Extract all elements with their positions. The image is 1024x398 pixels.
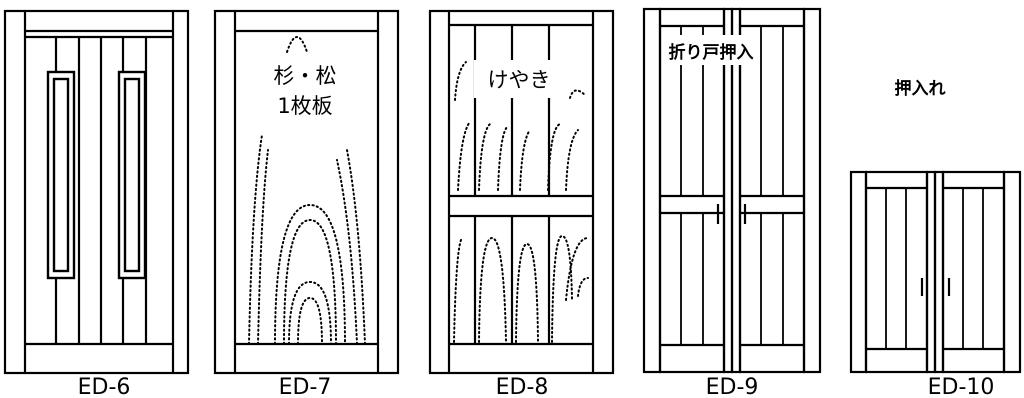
- door-ed-6: [3, 9, 190, 375]
- wood-grain-pattern: [453, 61, 589, 343]
- door-ed-9: 折り戸押入: [642, 7, 822, 374]
- door-ed-10: [849, 170, 1022, 374]
- ed-9-note-line-1: 折り戸押入: [669, 42, 754, 63]
- door-ed-8: けやき: [428, 9, 615, 375]
- door-ed-7: 杉・松 1枚板: [213, 9, 400, 375]
- caption-ed-10: ED-10: [928, 375, 995, 398]
- ed-7-note-line-2: 1枚板: [277, 94, 332, 118]
- caption-ed-6: ED-6: [78, 375, 131, 398]
- caption-ed-8: ED-8: [496, 375, 549, 398]
- ed-7-note-line-1: 杉・松: [274, 64, 337, 88]
- ed-8-note-line-1: けやき: [488, 68, 551, 92]
- caption-ed-9: ED-9: [706, 375, 759, 398]
- oshiire-label: 押入れ: [895, 78, 946, 99]
- caption-ed-7: ED-7: [279, 375, 332, 398]
- wood-grain-pattern: [248, 36, 366, 345]
